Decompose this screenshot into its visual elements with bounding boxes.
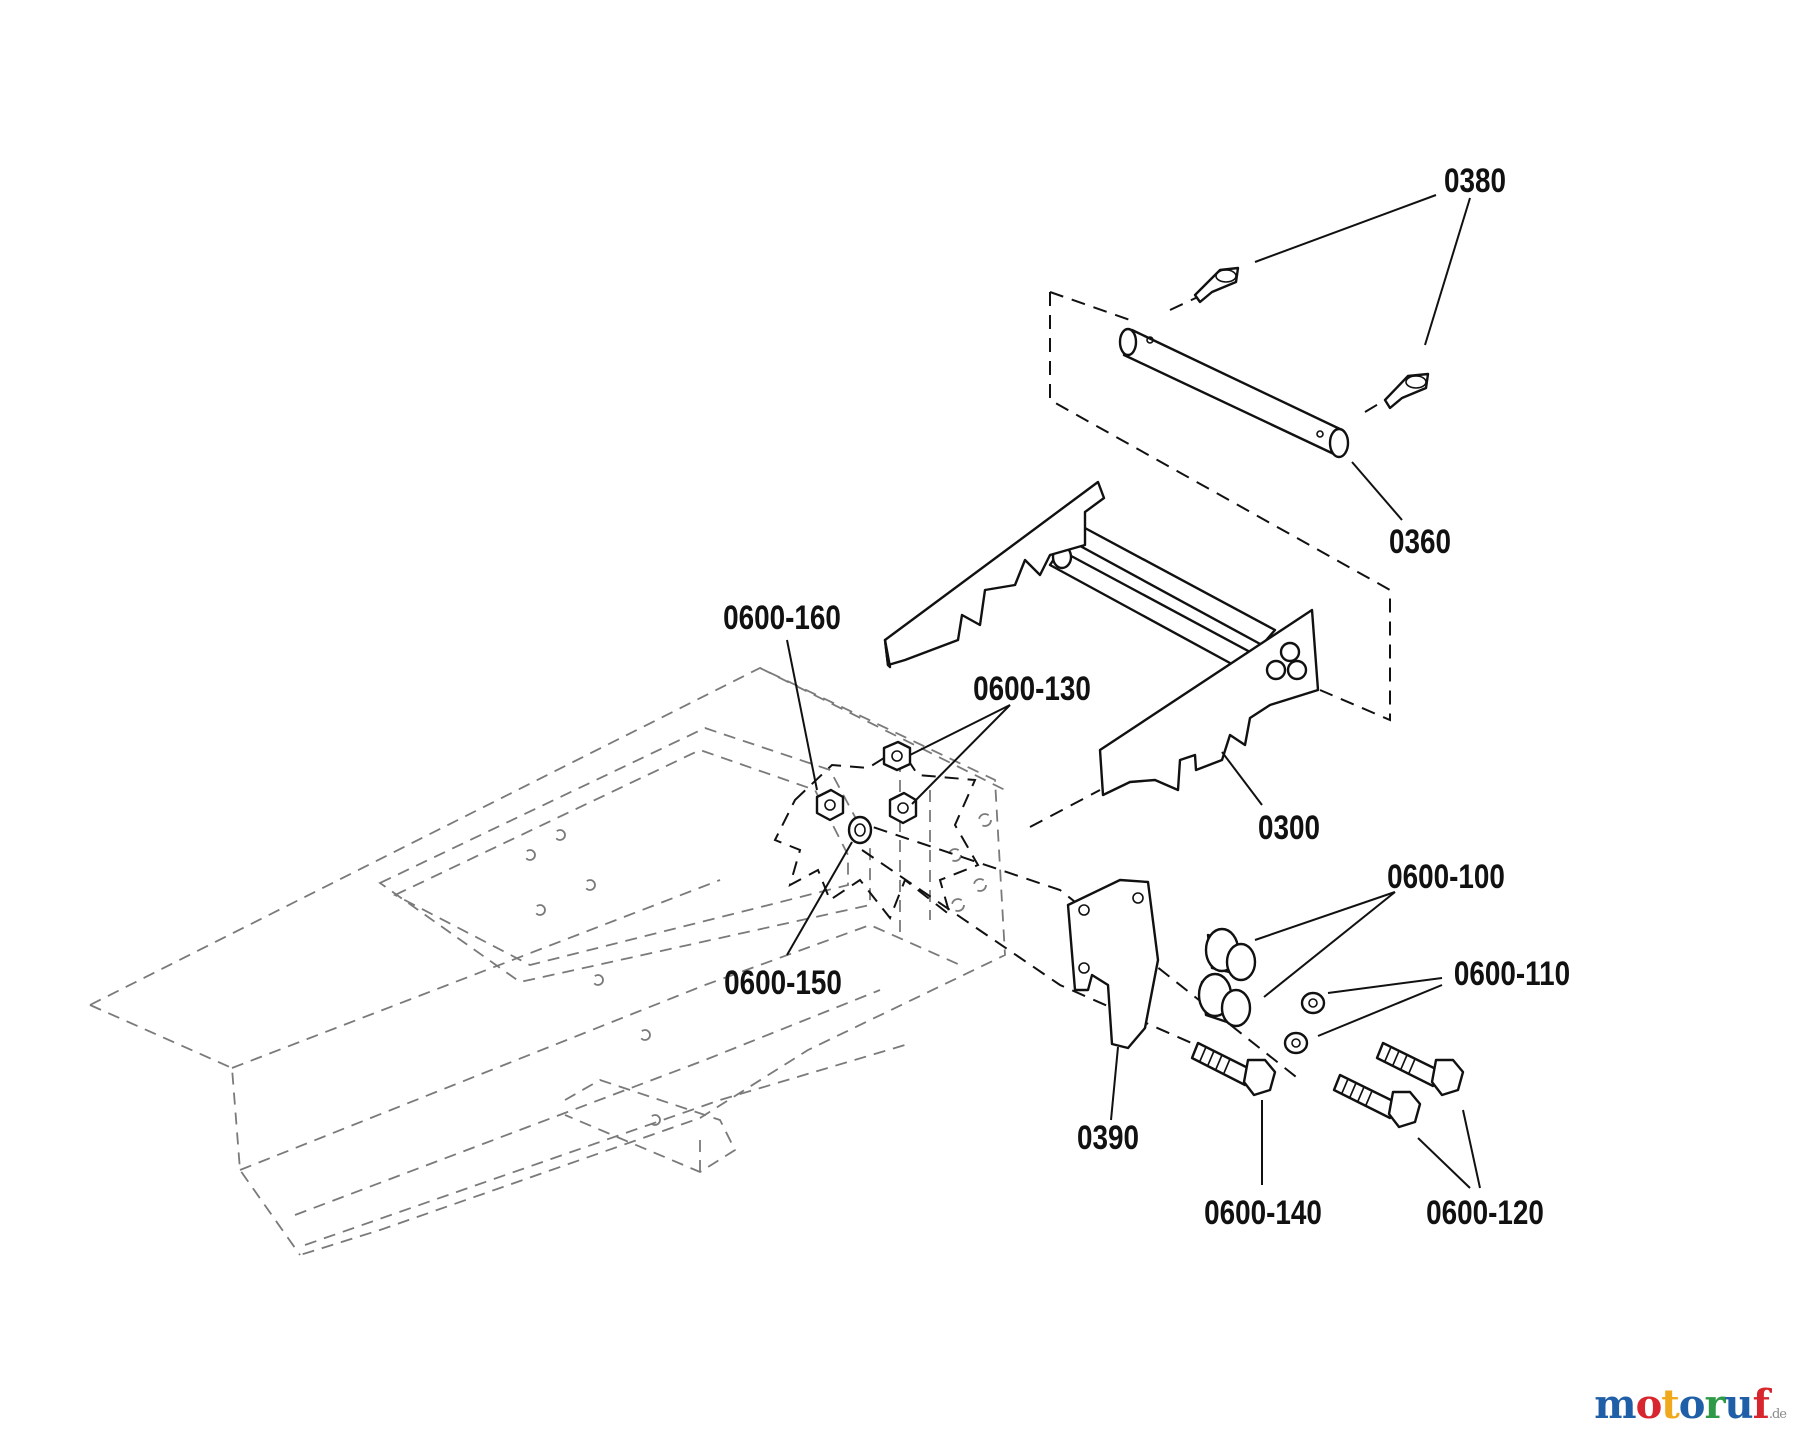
label-0380: 0380 (1444, 161, 1506, 199)
bolt-0600-140 (1190, 1041, 1277, 1097)
washer-lower (1283, 1031, 1309, 1055)
hex-nut-0600-130-upper (882, 740, 912, 772)
hairpin-clip-lower (1383, 372, 1430, 410)
plate-0390 (1066, 878, 1160, 1050)
hitch-bracket-0300 (883, 480, 1320, 797)
label-0390: 0390 (1077, 1118, 1139, 1156)
label-0600-150: 0600-150 (724, 963, 842, 1001)
hardware-callout-outline (773, 746, 980, 920)
label-0600-130: 0600-130 (973, 669, 1091, 707)
label-0360: 0360 (1389, 522, 1451, 560)
tractor-frame-outline (89, 666, 1006, 1256)
label-0600-110: 0600-110 (1454, 954, 1570, 992)
clevis-pin-0360 (1118, 327, 1350, 459)
motoruf-watermark: motoruf.de (1594, 1381, 1787, 1428)
label-0600-120: 0600-120 (1426, 1193, 1544, 1231)
bolt-0600-120-lower (1332, 1073, 1422, 1129)
label-0600-100: 0600-100 (1387, 857, 1505, 895)
label-0600-140: 0600-140 (1204, 1193, 1322, 1231)
label-0600-160: 0600-160 (723, 598, 841, 636)
hairpin-clip-upper (1193, 266, 1240, 304)
watermark-suffix: .de (1768, 1407, 1787, 1422)
washer-upper (1300, 991, 1326, 1015)
hex-nut-0600-130-lower (888, 791, 918, 825)
watermark-text: motoruf (1594, 1381, 1770, 1428)
bolt-0600-120-upper (1375, 1041, 1465, 1097)
hex-nut-0600-160 (815, 788, 845, 822)
spacer-upper (1204, 927, 1257, 982)
label-0300: 0300 (1258, 808, 1320, 846)
lock-washer-0600-150 (847, 815, 873, 845)
spacer-lower (1197, 972, 1252, 1028)
leader-lines (786, 194, 1481, 1189)
